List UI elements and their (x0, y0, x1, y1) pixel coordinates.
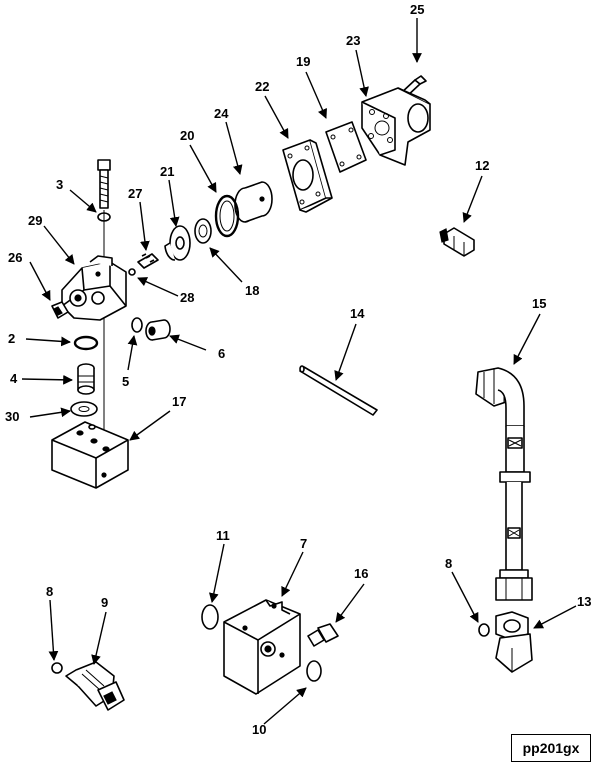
part-20-o-ring (214, 194, 240, 238)
callout-23: 23 (346, 33, 360, 48)
callout-4: 4 (10, 371, 18, 386)
callout-14: 14 (350, 306, 365, 321)
part-4-spool (77, 363, 95, 395)
part-18-washer (194, 218, 212, 244)
part-23-pump-body (361, 87, 431, 166)
callout-8-left: 8 (46, 584, 53, 599)
callout-9: 9 (101, 595, 108, 610)
callout-10: 10 (252, 722, 266, 737)
part-17-block (51, 421, 129, 489)
part-7-valve-body (223, 599, 301, 695)
callout-labels: 25 23 19 22 24 20 21 27 3 29 26 28 18 12… (5, 2, 591, 737)
callout-8-right: 8 (445, 556, 452, 571)
part-14-rod (299, 365, 378, 416)
callout-24: 24 (214, 106, 229, 121)
callout-17: 17 (172, 394, 186, 409)
callout-30: 30 (5, 409, 19, 424)
part-19-gasket (325, 121, 367, 173)
part-10-o-ring (306, 660, 322, 682)
callout-27: 27 (128, 186, 142, 201)
part-11-o-ring (201, 604, 219, 630)
part-30-washer (70, 401, 98, 417)
part-12-fitting (439, 227, 475, 257)
callout-26: 26 (8, 250, 22, 265)
callout-5: 5 (122, 374, 129, 389)
callout-3: 3 (56, 177, 63, 192)
callout-28: 28 (180, 290, 194, 305)
part-8-o-ring-right (478, 623, 490, 637)
part-16-fitting (307, 623, 339, 647)
part-2-o-ring (73, 335, 99, 351)
callout-20: 20 (180, 128, 194, 143)
callout-11: 11 (216, 528, 230, 543)
part-22-adapter-plate (282, 139, 333, 213)
callout-15: 15 (532, 296, 546, 311)
callout-29: 29 (28, 213, 42, 228)
callout-13: 13 (577, 594, 591, 609)
callout-16: 16 (354, 566, 368, 581)
callout-22: 22 (255, 79, 269, 94)
part-5-o-ring (131, 317, 143, 333)
part-21-disc (164, 225, 191, 261)
figure-code-label: pp201gx (511, 734, 591, 762)
callout-12: 12 (475, 158, 489, 173)
part-15-hose (475, 367, 533, 601)
callout-2: 2 (8, 331, 15, 346)
part-13-elbow (495, 611, 533, 673)
part-bolt-long (97, 159, 111, 209)
leader-lines (21, 18, 577, 725)
part-28-ball (128, 268, 136, 276)
part-9-switch (65, 661, 125, 711)
callout-18: 18 (245, 283, 259, 298)
part-29-manifold (61, 255, 127, 321)
callout-6: 6 (218, 346, 225, 361)
callout-21: 21 (160, 164, 174, 179)
callout-25: 25 (410, 2, 424, 17)
part-8-o-ring-left (51, 662, 63, 674)
part-6-plug (145, 319, 171, 341)
callout-7: 7 (300, 536, 307, 551)
part-26-plug (51, 301, 69, 319)
part-24-coupling (234, 181, 273, 223)
callout-19: 19 (296, 54, 310, 69)
part-27-cartridge (137, 253, 159, 269)
